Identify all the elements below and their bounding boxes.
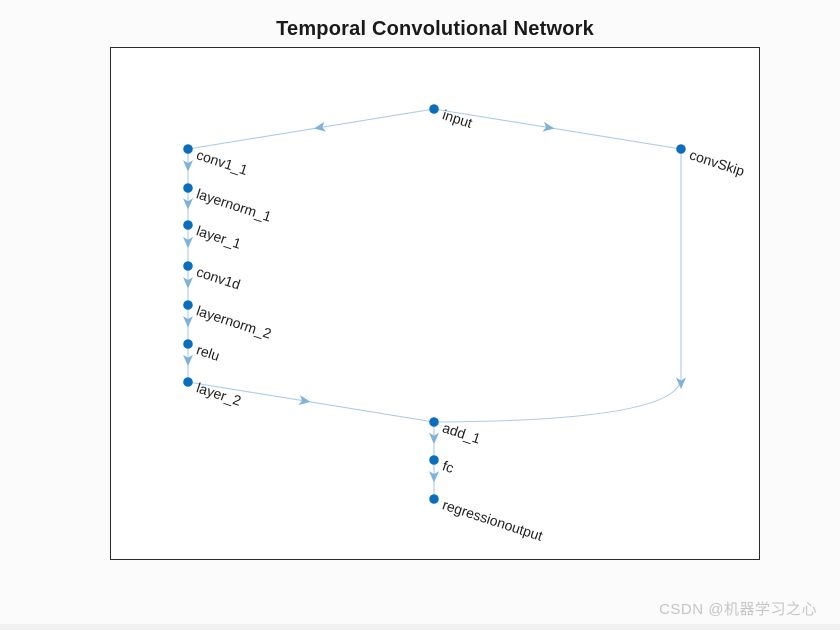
arrowhead-convSkip-add_1 bbox=[676, 377, 686, 389]
figure-title: Temporal Convolutional Network bbox=[276, 18, 594, 40]
arrowhead-layer_1-conv1d bbox=[183, 236, 193, 249]
arrowhead-relu-layer_2 bbox=[183, 354, 193, 367]
node-relu bbox=[183, 339, 193, 349]
node-input bbox=[429, 104, 439, 114]
node-add_1 bbox=[429, 417, 439, 427]
edge-input-convSkip bbox=[433, 108, 682, 150]
node-layernorm_2 bbox=[183, 300, 193, 310]
node-layer_2 bbox=[183, 377, 193, 387]
node-regressionoutput bbox=[429, 494, 439, 504]
arrowhead-conv1_1-layernorm_1 bbox=[183, 160, 193, 172]
node-fc bbox=[429, 455, 439, 465]
network-graph bbox=[183, 104, 686, 504]
node-conv1d bbox=[183, 261, 193, 271]
arrowhead-layernorm_1-layer_1 bbox=[183, 198, 193, 210]
arrowhead-conv1d-layernorm_2 bbox=[183, 277, 193, 289]
arrowhead-add_1-fc bbox=[429, 432, 439, 445]
arrowhead-fc-regressionoutput bbox=[429, 471, 439, 483]
edge-input-conv1_1 bbox=[187, 108, 435, 150]
bottom-strip bbox=[0, 624, 840, 630]
node-layer_1 bbox=[183, 220, 193, 230]
arrowhead-layer_2-add_1 bbox=[298, 395, 311, 405]
arrowhead-input-convSkip bbox=[542, 121, 555, 132]
node-convSkip bbox=[676, 144, 686, 154]
node-conv1_1 bbox=[183, 144, 193, 154]
edge-layer_2-add_1 bbox=[187, 381, 435, 423]
watermark-text: CSDN @机器学习之心 bbox=[659, 601, 817, 618]
node-layernorm_1 bbox=[183, 183, 193, 193]
edge-convSkip-add_1 bbox=[433, 149, 682, 423]
arrowhead-layernorm_2-relu bbox=[183, 316, 193, 328]
arrowhead-input-conv1_1 bbox=[313, 121, 327, 132]
